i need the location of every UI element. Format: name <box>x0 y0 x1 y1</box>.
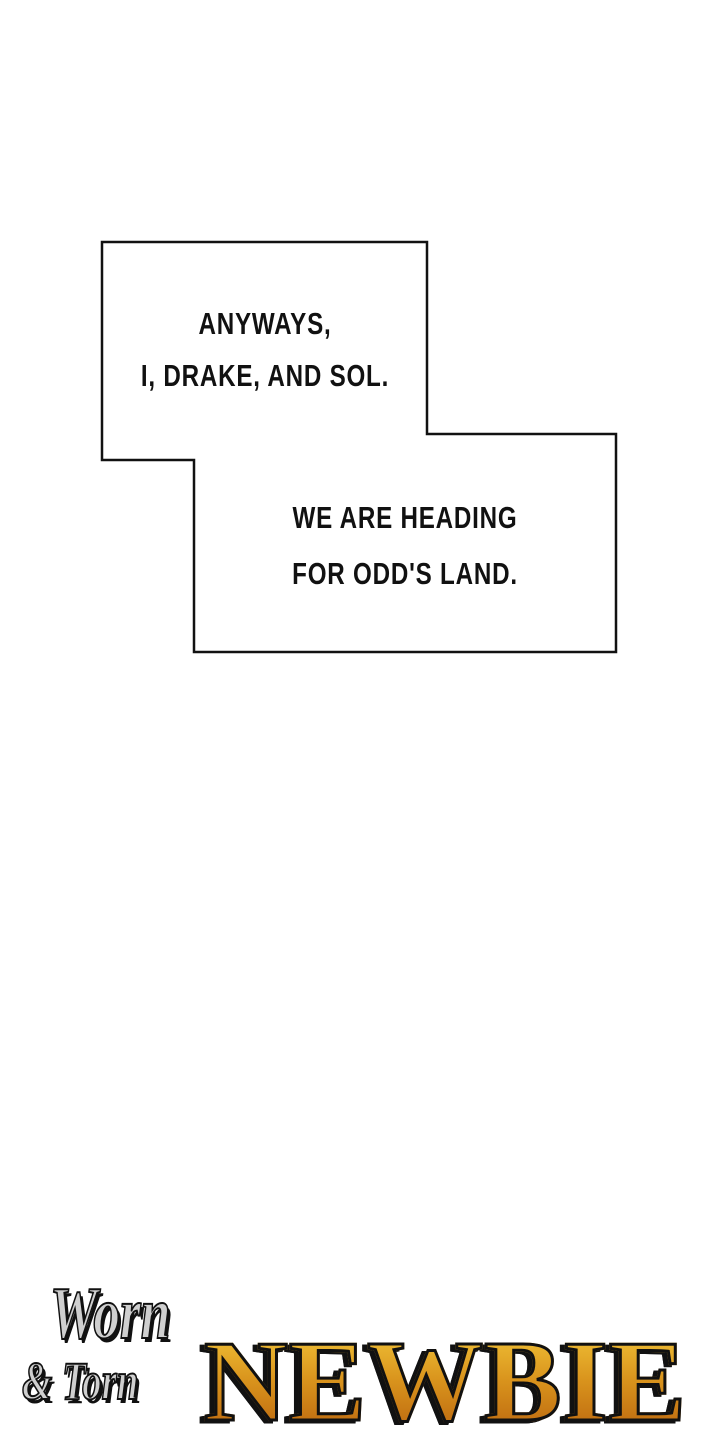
logo-word-worn: Worn <box>49 1272 171 1356</box>
logo-word-newbie: NEWBIE <box>202 1318 688 1446</box>
caption-line: ANYWAYS, <box>198 306 332 341</box>
caption-box-outline <box>100 240 618 654</box>
caption-line: I, DRAKE, AND SOL. <box>140 358 390 393</box>
series-logo-title: NEWBIE <box>200 1262 710 1442</box>
logo-word-torn: & Torn <box>21 1350 139 1412</box>
narration-caption-1: ANYWAYS, I, DRAKE, AND SOL. <box>109 298 421 402</box>
caption-line: WE ARE HEADING <box>292 500 518 535</box>
narration-caption-2: WE ARE HEADING FOR ODD'S LAND. <box>249 490 561 602</box>
caption-line: FOR ODD'S LAND. <box>292 556 518 591</box>
series-logo-subtitle: Worn & Torn <box>21 1262 192 1416</box>
